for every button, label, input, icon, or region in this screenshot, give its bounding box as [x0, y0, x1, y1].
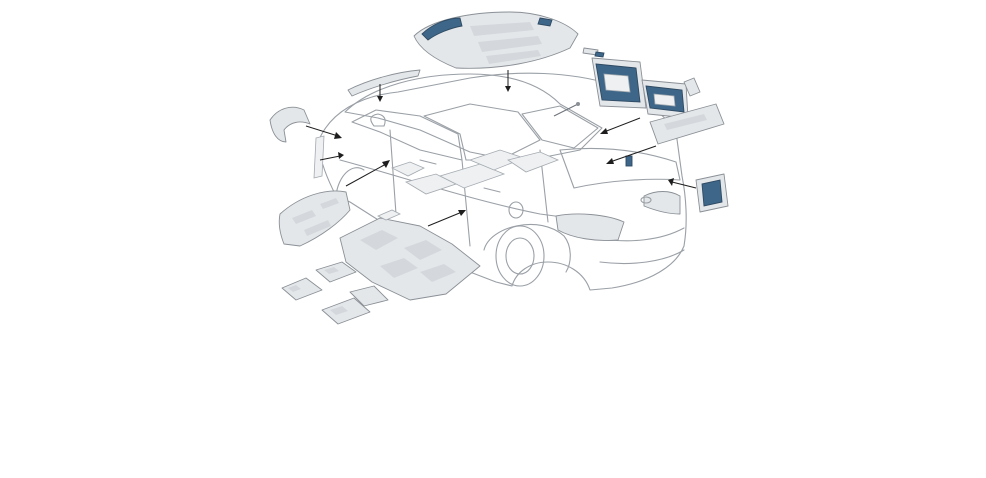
door-trim-panels	[582, 47, 701, 119]
trunk-clip	[625, 155, 633, 167]
roof-trim-strip	[347, 69, 421, 97]
wheel-arch-liner	[269, 106, 325, 179]
callout-arrows	[305, 70, 697, 227]
floor-carpet	[339, 209, 481, 301]
floor-pads	[281, 261, 389, 325]
headliner-panel	[413, 11, 579, 69]
dash-insulator	[278, 190, 351, 247]
trunk-side-pad	[695, 173, 729, 213]
parcel-shelf-insulator	[649, 103, 725, 145]
car-body	[317, 72, 687, 291]
